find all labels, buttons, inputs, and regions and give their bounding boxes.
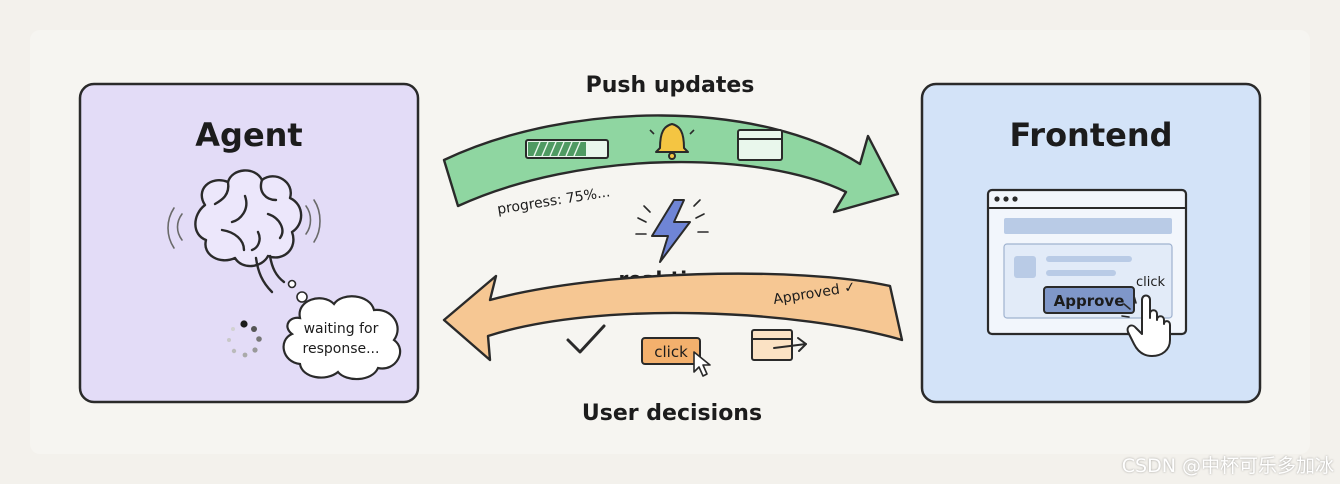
frontend-title: Frontend bbox=[1009, 116, 1172, 154]
user-decisions-title: User decisions bbox=[582, 401, 762, 426]
thought-dot-icon bbox=[287, 279, 297, 289]
progress-bar-icon bbox=[525, 139, 609, 159]
lightning-bolt-icon bbox=[635, 199, 709, 263]
thought-line-1: waiting for bbox=[304, 321, 379, 337]
pointer-hand-icon bbox=[1121, 294, 1171, 357]
agent-title: Agent bbox=[195, 116, 302, 154]
cursor-arrow-icon bbox=[693, 351, 711, 377]
thought-dot-icon bbox=[296, 291, 308, 303]
submit-window-icon bbox=[751, 329, 807, 361]
thought-line-2: response... bbox=[303, 341, 380, 357]
user-decisions-arrow bbox=[442, 272, 904, 362]
click-chip bbox=[641, 337, 701, 365]
thought-cloud-icon bbox=[282, 295, 402, 381]
push-updates-title: Push updates bbox=[586, 73, 755, 98]
frontend-click-label: click bbox=[1136, 275, 1166, 290]
progress-label: progress: 75%... bbox=[496, 184, 611, 218]
approve-button-label: Approve bbox=[1054, 292, 1125, 310]
notification-bell-icon bbox=[649, 123, 695, 160]
approve-button[interactable] bbox=[1043, 286, 1135, 314]
brain-icon bbox=[194, 169, 303, 294]
update-window-icon bbox=[737, 129, 783, 161]
click-chip-label: click bbox=[654, 343, 688, 361]
loading-spinner-icon bbox=[227, 320, 262, 358]
watermark: CSDN @中杯可乐多加冰 bbox=[1121, 455, 1334, 477]
checkmark-icon bbox=[566, 324, 606, 354]
thinking-lines-icon bbox=[167, 199, 321, 249]
